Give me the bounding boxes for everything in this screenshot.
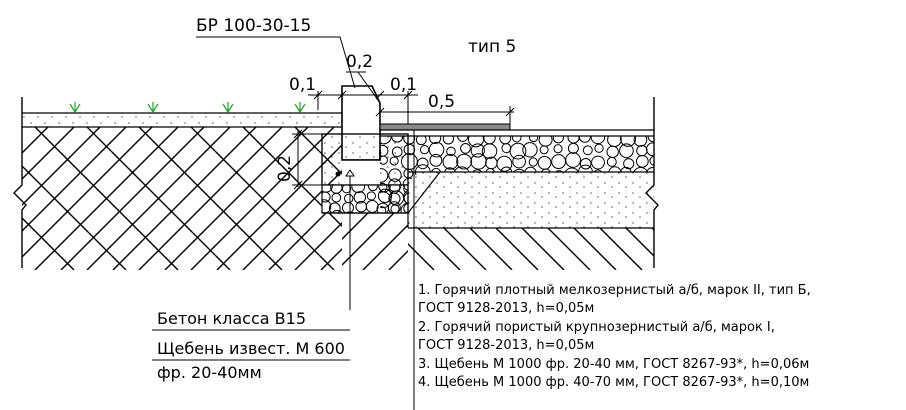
grass-icon (69, 102, 306, 113)
asphalt-layer-1 (379, 123, 511, 131)
fine-stone-layer (408, 172, 654, 228)
layer-line-4: ГОСТ 9128-2013, h=0,05м (418, 338, 594, 353)
layer-line-3: 2. Горячий пористый крупнозернистый а/б,… (418, 320, 775, 335)
leader-lines (152, 36, 415, 410)
product-title: БР 100-30-15 (196, 16, 311, 36)
dimension-lines (292, 71, 515, 190)
type-label: тип 5 (468, 37, 516, 57)
dim-bed-height: 0,2 (275, 155, 295, 182)
layer-legend: 1. Горячий плотный мелкозернистый а/б, м… (418, 283, 811, 390)
dim-right-offset: 0,1 (390, 75, 417, 95)
dim-curb-width: 0,2 (346, 52, 373, 72)
layer-line-6: 4. Щебень М 1000 фр. 40-70 мм, ГОСТ 8267… (418, 375, 809, 390)
note-fraction: фр. 20-40мм (157, 363, 262, 382)
dim-left-offset: 0,1 (289, 75, 316, 95)
layer-line-2: ГОСТ 9128-2013, h=0,05м (418, 301, 594, 316)
note-gravel: Щебень извест. М 600 (157, 339, 345, 358)
layer-line-1: 1. Горячий плотный мелкозернистый а/б, м… (418, 283, 811, 298)
dim-edge-strip: 0,5 (428, 92, 455, 112)
layer-line-5: 3. Щебень М 1000 фр. 20-40 мм, ГОСТ 8267… (418, 357, 809, 372)
left-break-line (13, 97, 27, 268)
note-concrete: Бетон класса В15 (157, 309, 306, 328)
concrete-mark-dot (335, 171, 341, 177)
soil-hatch (22, 127, 654, 270)
topsoil-fill (22, 113, 342, 127)
